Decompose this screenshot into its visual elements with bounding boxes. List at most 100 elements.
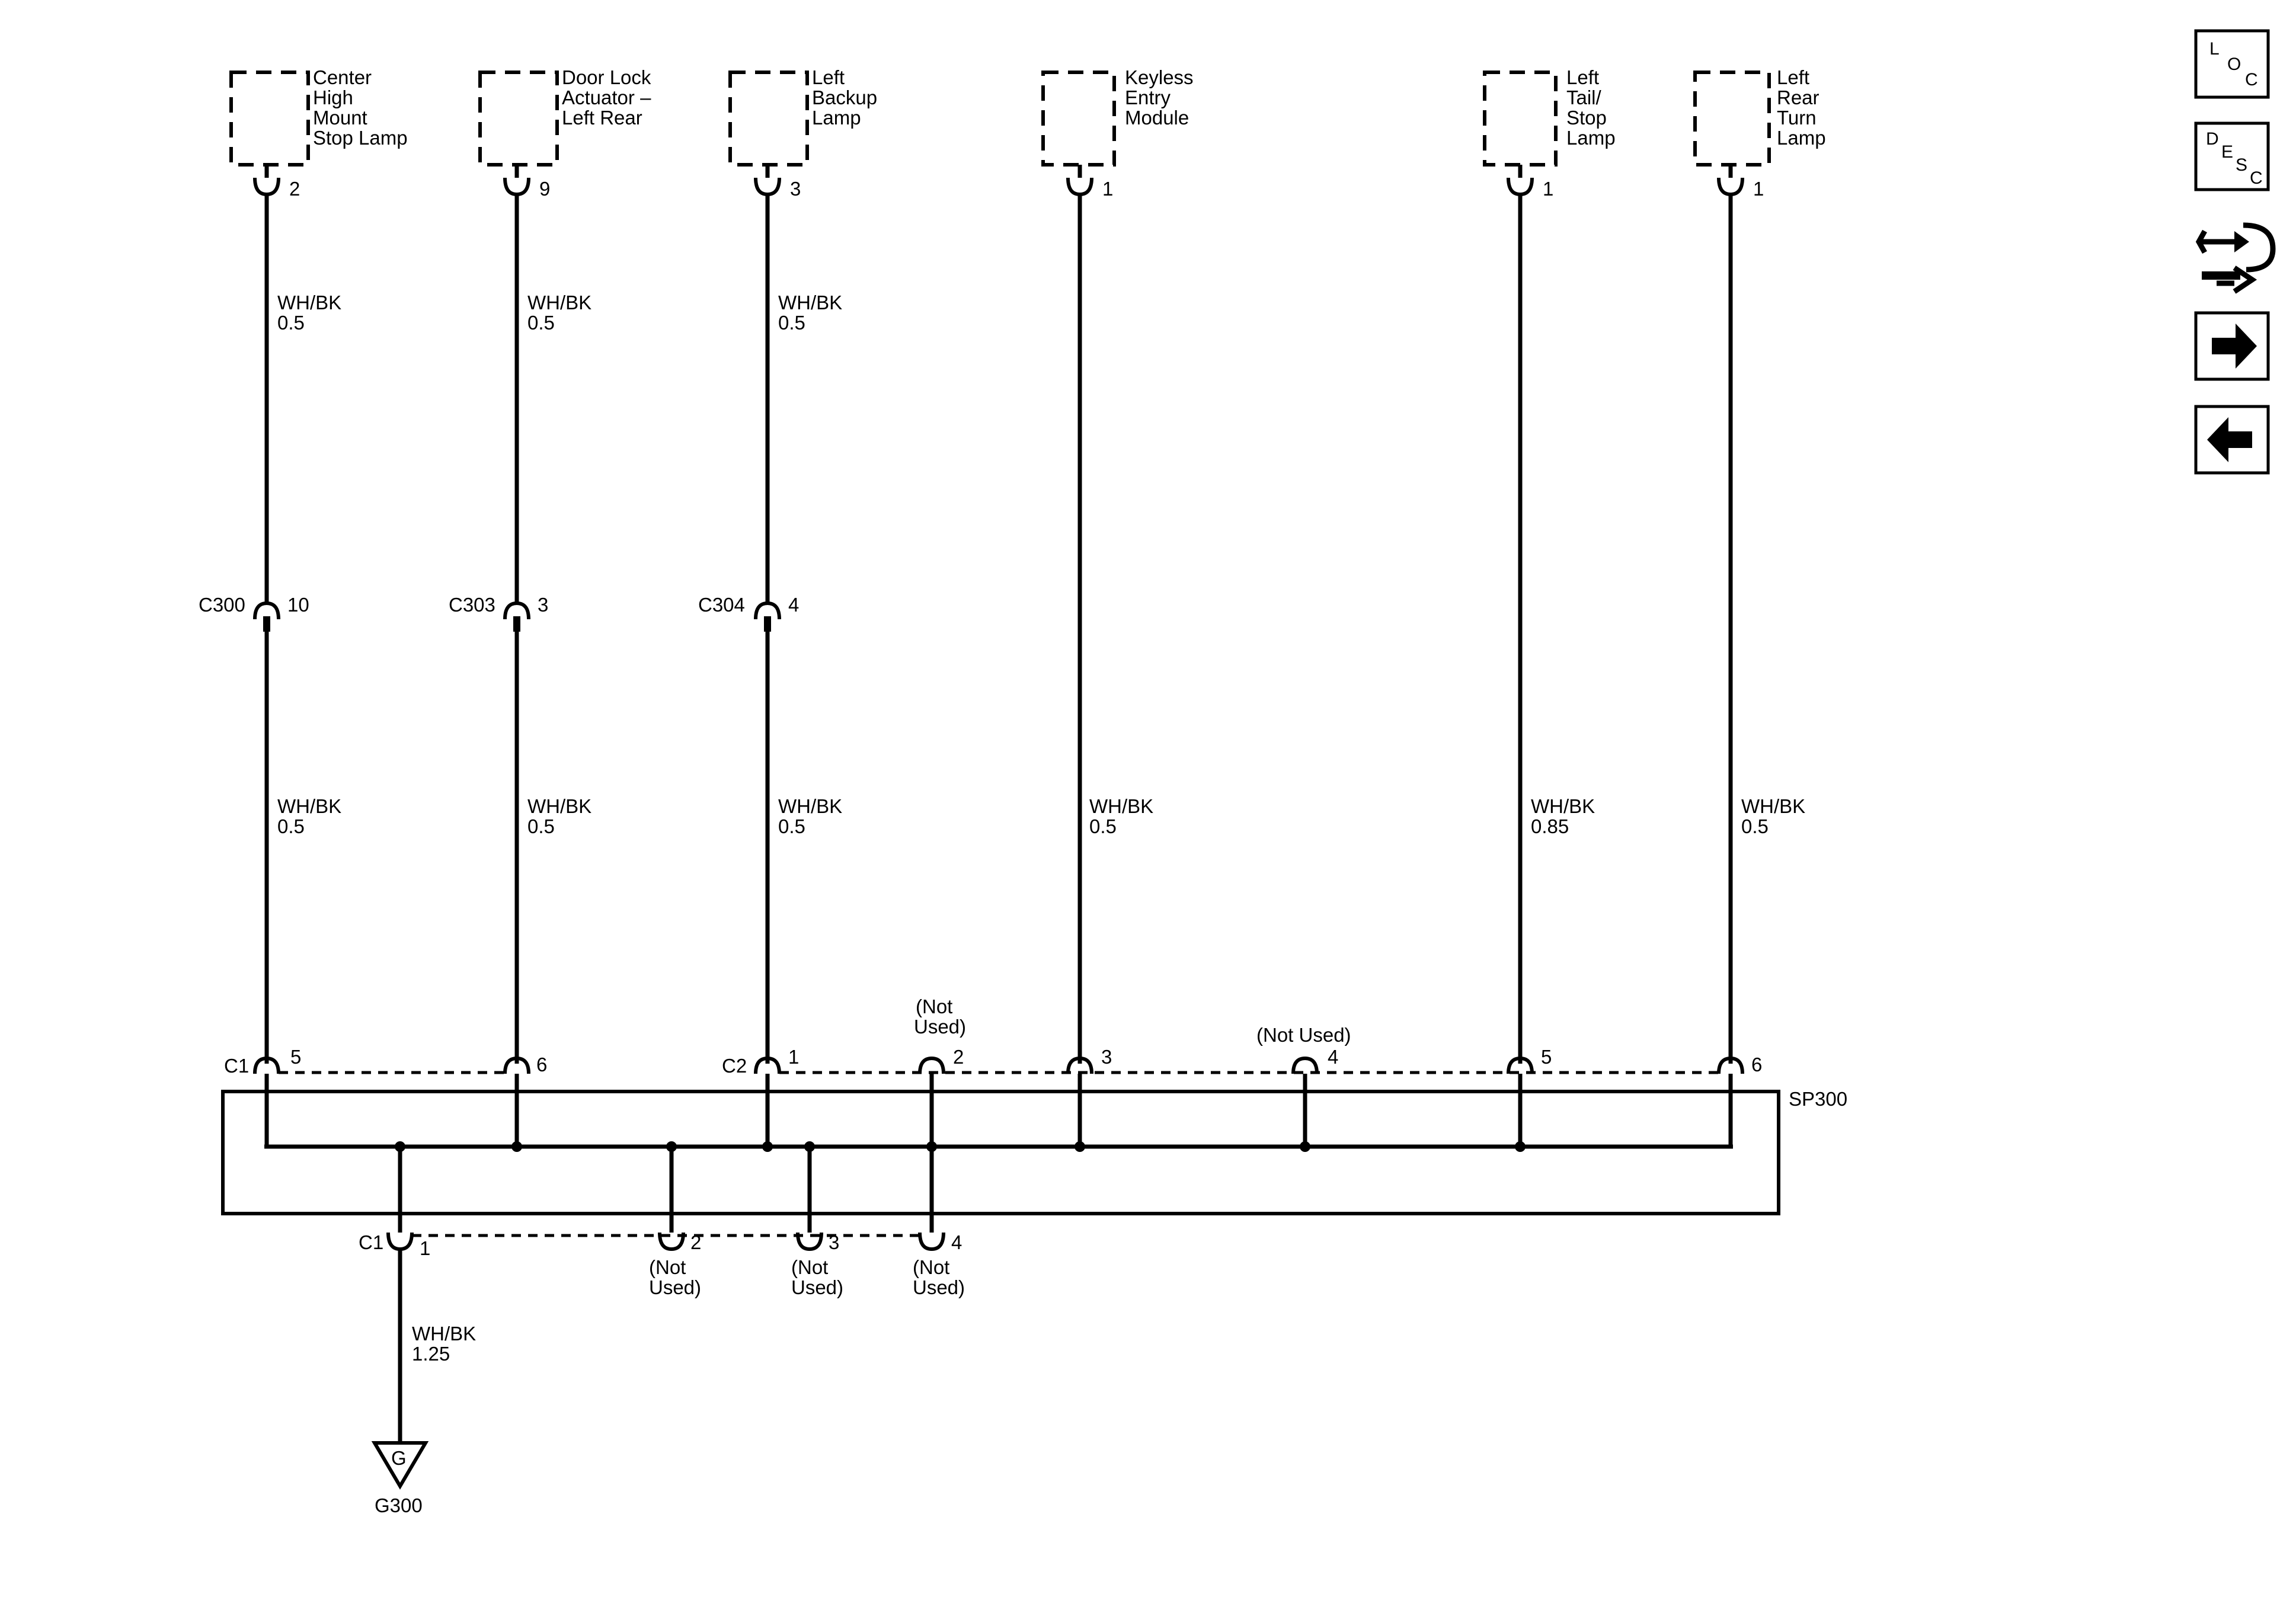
component-label-line: High [313,87,353,108]
component-left-backup-lamp: Left Backup Lamp 3 [728,66,877,200]
component-label-line: Tail/ [1566,87,1602,108]
wire-color: WH/BK [527,795,591,817]
component-door-lock-actuator: Door Lock Actuator – Left Rear 9 [478,66,651,200]
wire-gauge: 0.5 [1741,815,1769,837]
pin-number: 4 [951,1231,962,1253]
component-label-line: Mount [313,107,367,129]
component-label-line: Rear [1777,87,1819,108]
loc-letter: C [2245,70,2258,89]
component-label-line: Left [812,66,845,88]
component-label-line: Left [1777,66,1809,88]
pin-number: 1 [1543,178,1553,200]
loc-letter: L [2209,39,2220,59]
arrow-right-icon [2212,324,2257,369]
connector-name: C300 [199,594,245,616]
component-label-line: Entry [1125,87,1171,108]
loc-letter: O [2227,55,2241,74]
component-label-line: Stop Lamp [313,127,408,149]
not-used-label: Used) [649,1276,701,1298]
pin-number: 3 [790,178,801,200]
wire-color: WH/BK [1741,795,1805,817]
ground-g300: WH/BK 1.25 G G300 [371,1249,476,1516]
wire-color: WH/BK [277,292,341,313]
wire-color: WH/BK [277,795,341,817]
not-used-label: (Not Used) [1256,1024,1351,1046]
connector-name: C303 [449,594,495,616]
connector-name: C1 [359,1231,383,1253]
loc-button[interactable]: L O C [2194,29,2270,99]
wire-gauge: 0.5 [527,312,555,334]
connector-pin: 10 [287,594,309,616]
component-label-line: Turn [1777,107,1817,129]
pin-number: 2 [690,1231,701,1253]
component-left-tail-stop-lamp: Left Tail/ Stop Lamp 1 [1483,66,1616,200]
wire-gauge: 0.5 [1089,815,1117,837]
pin-number: 6 [1751,1054,1762,1076]
connector-pin: 4 [788,594,799,616]
pin-number: 1 [788,1046,799,1068]
desc-button[interactable]: D E S C [2194,121,2270,191]
wire-color: WH/BK [412,1323,476,1345]
pin-number: 3 [829,1231,839,1253]
wire-gauge: 1.25 [412,1343,450,1365]
component-label-line: Stop [1566,107,1607,129]
not-used-label: (Not [791,1256,828,1278]
lower-wires: WH/BK 0.5 WH/BK 0.5 WH/BK 0.5 WH/BK 0.5 … [264,194,1805,1064]
component-label-line: Lamp [812,107,861,129]
wire-color: WH/BK [778,292,842,313]
component-keyless-entry-module: Keyless Entry Module 1 [1041,66,1194,200]
desc-letter: D [2206,129,2219,149]
splice-bottom-connector: C1 1 2 3 4 (Not Used) (Not Used) (Not Us… [359,1231,965,1298]
connector-pin: 3 [538,594,548,616]
pin-number: 5 [290,1046,301,1068]
not-used-label: Used) [913,1276,965,1298]
component-left-rear-turn-lamp: Left Rear Turn Lamp 1 [1693,66,1826,200]
pin-number: 3 [1101,1046,1112,1068]
ground-symbol-icon [371,1441,429,1490]
pin-number: 1 [1102,178,1113,200]
component-label-line: Door Lock [562,66,651,88]
back-button[interactable] [2194,405,2270,475]
next-button[interactable] [2194,311,2270,381]
wire-color: WH/BK [1089,795,1153,817]
upper-wires: WH/BK 0.5 WH/BK 0.5 WH/BK 0.5 [264,194,842,603]
not-used-label: (Not [916,996,952,1017]
pin-number: 6 [536,1054,547,1076]
not-used-label: Used) [914,1016,966,1038]
splice-name: SP300 [1789,1088,1847,1110]
pin-number: 1 [1753,178,1764,200]
wire-color: WH/BK [527,292,591,313]
wire-gauge: 0.85 [1531,815,1569,837]
component-label-line: Module [1125,107,1189,129]
pin-number: 5 [1541,1046,1552,1068]
component-label-line: Actuator – [562,87,651,108]
wire-gauge: 0.5 [277,312,305,334]
pin-number: 1 [420,1237,430,1259]
arrow-left-icon [2207,417,2252,462]
wire-gauge: 0.5 [778,312,805,334]
pin-number: 4 [1328,1046,1338,1068]
component-label-line: Center [313,66,372,88]
wire-color: WH/BK [1531,795,1595,817]
connector-tool-icon[interactable] [2195,222,2276,294]
desc-letter: S [2236,155,2247,175]
splice-pack-sp300: SP300 [221,1074,1847,1233]
pin-number: 9 [539,178,550,200]
wire-gauge: 0.5 [527,815,555,837]
component-chmsl: Center High Mount Stop Lamp 2 [229,66,408,200]
not-used-label: (Not [649,1256,686,1278]
not-used-label: Used) [791,1276,843,1298]
connector-name: C2 [722,1055,747,1077]
connector-name: C1 [224,1055,249,1077]
component-label-line: Lamp [1777,127,1826,149]
splice-top-connectors: C1 C2 5 6 1 2 3 4 5 6 (Not Used) (Not Us… [224,996,1762,1077]
component-label-line: Keyless [1125,66,1194,88]
component-label-line: Left Rear [562,107,642,129]
desc-letter: C [2250,168,2263,188]
pin-number: 2 [953,1046,964,1068]
component-label-line: Backup [812,87,877,108]
ground-symbol-letter: G [391,1447,407,1469]
component-label-line: Left [1566,66,1599,88]
pin-number: 2 [289,178,300,200]
